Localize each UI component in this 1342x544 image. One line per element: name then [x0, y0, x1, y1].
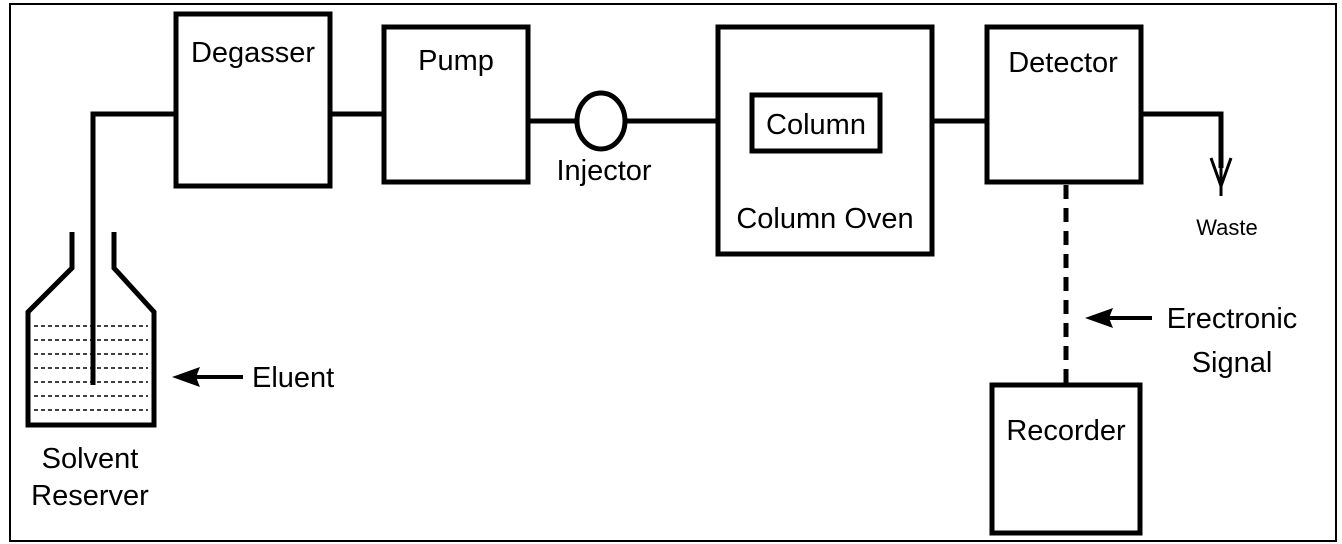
recorder-box: [989, 382, 1143, 536]
electronic-signal-label-line1: Erectronic: [1167, 303, 1298, 335]
degasser-box: [173, 11, 333, 189]
eluent-arrow-icon: [172, 367, 243, 387]
reservoir-to-degasser-tube: [90, 111, 176, 385]
waste-label: Waste: [1196, 215, 1258, 240]
recorder-label: Recorder: [1006, 415, 1126, 447]
detector-box: [984, 24, 1144, 185]
detector-label: Detector: [1008, 47, 1118, 79]
column-oven-label: Column Oven: [736, 203, 913, 235]
solvent-reserver-label-line2: Reserver: [31, 480, 149, 512]
pump-box: [381, 24, 531, 185]
electronic-signal-label-line2: Signal: [1192, 347, 1273, 379]
diagram-frame: [9, 3, 1337, 542]
injector-valve: [574, 90, 628, 152]
degasser-label: Degasser: [191, 37, 315, 69]
detector-to-waste-tube: [1141, 111, 1224, 168]
column-label: Column: [766, 109, 866, 141]
eluent-label: Eluent: [252, 362, 334, 394]
waste-drip-icon: [1209, 157, 1233, 196]
solvent-reserver-label-line1: Solvent: [42, 443, 139, 475]
injector-label: Injector: [556, 155, 651, 187]
solvent-reservoir-bottle: [25, 232, 157, 428]
pump-label: Pump: [418, 45, 494, 77]
signal-arrow-icon: [1085, 308, 1152, 328]
column-box: [749, 92, 883, 154]
